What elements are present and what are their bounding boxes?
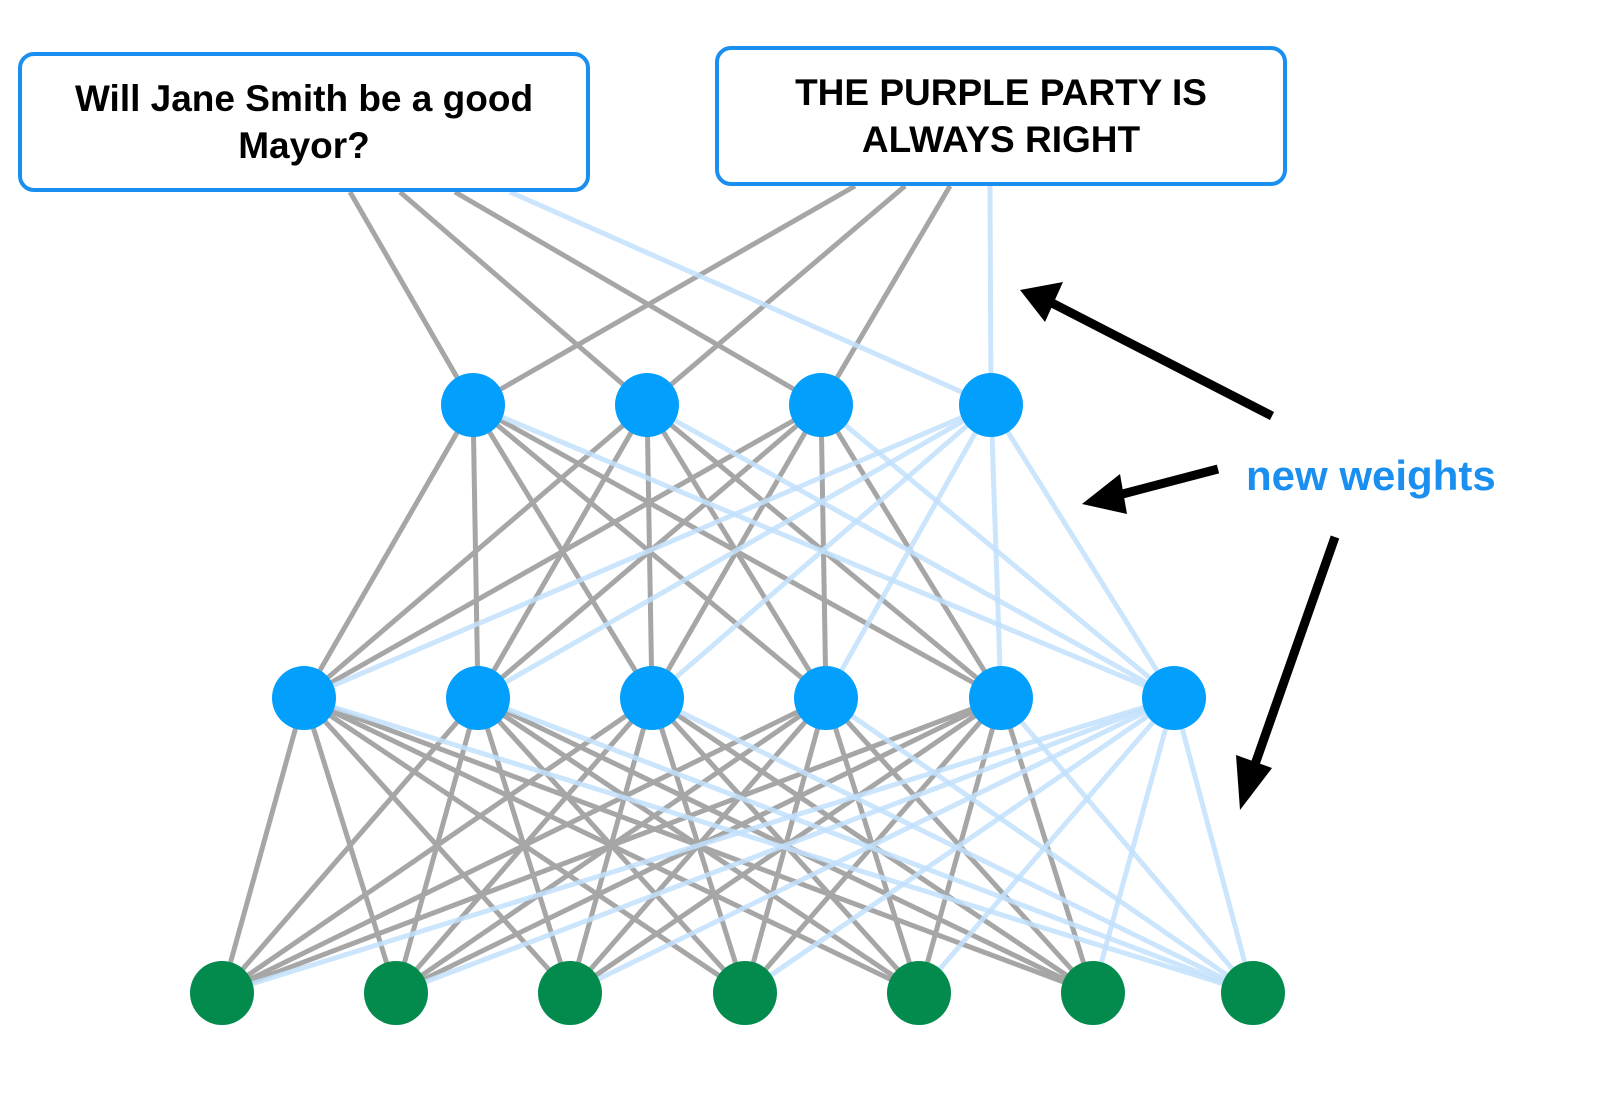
hidden-node [969, 666, 1033, 730]
new-weights-label: new weights [1246, 452, 1496, 499]
new-weight-edge [1171, 697, 1256, 994]
new-weight-edge [988, 403, 1177, 700]
weight-edge [471, 183, 857, 408]
weight-edge [818, 184, 953, 407]
new-weight-edge [650, 695, 1255, 996]
new-weight-edge [477, 695, 1254, 996]
input-text: Will Jane Smith be a good Mayor? [74, 78, 534, 166]
weight-edge [220, 695, 828, 996]
new-weight-edge [1090, 697, 1177, 994]
arrow-icon [1020, 282, 1275, 421]
weight-edge [220, 696, 480, 995]
hidden-node [620, 666, 684, 730]
weight-edge [398, 190, 649, 407]
weight-edge [645, 184, 907, 407]
hidden-node [615, 373, 679, 437]
input-text: THE PURPLE PARTY IS ALWAYS RIGHT [795, 72, 1207, 160]
weight-edge [221, 695, 1002, 996]
new-weight-edge [221, 695, 1175, 996]
hidden-node [441, 373, 505, 437]
weight-edge [347, 190, 476, 407]
new-weight-edge [508, 189, 993, 408]
arrow-icon [1236, 535, 1340, 810]
output-node [364, 961, 428, 1025]
new-weight-edge [568, 695, 1176, 996]
hidden-node [794, 666, 858, 730]
output-node-new [1221, 961, 1285, 1025]
annotation-arrows [1020, 282, 1340, 810]
new-weight-edge [824, 695, 1255, 996]
new-weight-edge [988, 404, 1004, 699]
hidden-node [789, 373, 853, 437]
nodes [190, 373, 1285, 1025]
new-weight-edge [476, 402, 993, 701]
old-edges [219, 183, 1096, 996]
hidden-node [446, 666, 510, 730]
output-node [190, 961, 254, 1025]
hidden-node-new [1142, 666, 1206, 730]
input-box-question: Will Jane Smith be a good Mayor? [18, 52, 590, 192]
weight-edge [302, 402, 823, 701]
new-weight-edge [987, 185, 994, 406]
new-weight-edge [395, 695, 1175, 996]
output-node [887, 961, 951, 1025]
hidden-node [272, 666, 336, 730]
new-weight-edge [303, 402, 992, 701]
output-node [538, 961, 602, 1025]
weight-edge [220, 695, 654, 996]
input-box-statement: THE PURPLE PARTY IS ALWAYS RIGHT [715, 46, 1287, 186]
weight-edge [219, 697, 307, 994]
output-node [713, 961, 777, 1025]
output-node [1061, 961, 1125, 1025]
new-weight-edge [823, 403, 994, 700]
new-weight-edge [743, 695, 1176, 996]
new-weight-edge [650, 403, 993, 700]
weight-edge [453, 189, 823, 408]
new-weight-edge [917, 696, 1176, 995]
hidden-node-new [959, 373, 1023, 437]
weight-edge [301, 403, 476, 700]
new-edges [221, 185, 1256, 996]
arrow-icon [1082, 464, 1220, 514]
